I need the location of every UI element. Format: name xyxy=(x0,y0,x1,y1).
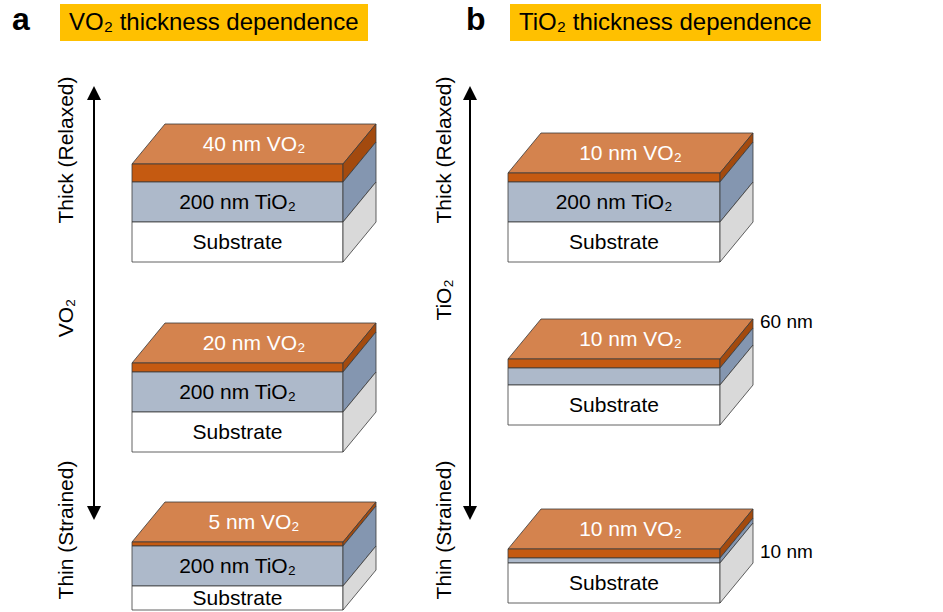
substrate-layer-side xyxy=(343,372,376,452)
layer-text: Substrate xyxy=(193,230,283,253)
layer-label-box: 200 nm TiO₂ xyxy=(132,546,343,586)
tio2-layer-front xyxy=(508,368,720,385)
panel-letter: a xyxy=(12,2,30,37)
arrow-head xyxy=(87,86,101,100)
layer-text: 5 nm VO₂ xyxy=(208,510,299,533)
vo2-top-face xyxy=(132,124,376,164)
vo2-layer-front xyxy=(508,359,720,368)
layer-text: Substrate xyxy=(569,393,659,416)
layer-text: 200 nm TiO₂ xyxy=(179,554,296,577)
vo2-layer-front xyxy=(132,164,343,182)
layer-text: Substrate xyxy=(193,586,283,609)
vo2-layer-front xyxy=(508,549,720,558)
vo2-top-face xyxy=(132,323,376,363)
thickness-arrow xyxy=(463,86,477,520)
layer-label-box: 20 nm VO₂ xyxy=(149,323,360,363)
layer-text: Substrate xyxy=(569,571,659,594)
layer-label-box: Substrate xyxy=(508,222,720,262)
vo2-layer-front xyxy=(132,363,343,372)
layer-label-box: 10 nm VO₂ xyxy=(525,509,737,549)
vo2-top-face xyxy=(508,133,753,173)
substrate-layer-front xyxy=(132,412,343,452)
axis-label: Thin (Strained) xyxy=(432,461,455,600)
axis-label: TiO₂ xyxy=(432,279,455,320)
tio2-layer-front xyxy=(132,372,343,412)
layer-text: 200 nm TiO₂ xyxy=(179,380,296,403)
layer-label-box: 5 nm VO₂ xyxy=(149,502,360,542)
panel-letter: b xyxy=(466,2,486,37)
substrate-layer-side xyxy=(343,182,376,262)
substrate-layer-front xyxy=(132,222,343,262)
substrate-layer-front xyxy=(132,586,343,610)
vo2-layer-front xyxy=(132,542,343,546)
axis-label: Thick (Relaxed) xyxy=(432,76,455,223)
layer-label-box: 40 nm VO₂ xyxy=(149,124,360,164)
layer-label-box: Substrate xyxy=(132,586,343,610)
layer-text: Substrate xyxy=(569,230,659,253)
substrate-layer-front xyxy=(508,222,720,262)
layer-text: 10 nm VO₂ xyxy=(579,517,682,540)
panel-header: VO₂ thickness dependence xyxy=(60,4,368,41)
tio2-layer-front xyxy=(508,182,720,222)
layer-label-box: Substrate xyxy=(132,222,343,262)
layer-label-box: 10 nm VO₂ xyxy=(525,133,737,173)
thickness-label: 60 nm xyxy=(760,312,813,333)
substrate-layer-front xyxy=(508,563,720,603)
vo2-layer-front xyxy=(508,173,720,182)
vo2-top-face xyxy=(508,319,753,359)
arrow-head xyxy=(463,86,477,100)
substrate-layer-front xyxy=(508,385,720,425)
layer-label-box: 200 nm TiO₂ xyxy=(132,372,343,412)
layer-text: VO₂ thickness dependence xyxy=(69,9,359,35)
layer-text: 10 nm VO₂ xyxy=(579,327,682,350)
arrow-shaft xyxy=(93,98,95,508)
panel-header: TiO₂ thickness dependence xyxy=(510,4,821,41)
layer-label-box: 10 nm VO₂ xyxy=(525,319,737,359)
substrate-layer-side xyxy=(720,182,753,262)
layer-label-box: Substrate xyxy=(132,412,343,452)
arrow-head xyxy=(463,506,477,520)
layer-label-box: 200 nm TiO₂ xyxy=(508,182,720,222)
layer-text: 200 nm TiO₂ xyxy=(556,190,673,213)
layer-text: 200 nm TiO₂ xyxy=(179,190,296,213)
thickness-label: 10 nm xyxy=(760,542,813,563)
layer-label-box: Substrate xyxy=(508,385,720,425)
layer-text: TiO₂ thickness dependence xyxy=(519,9,812,35)
thickness-arrow xyxy=(87,86,101,520)
tio2-layer-front xyxy=(508,558,720,563)
axis-label: Thin (Strained) xyxy=(54,461,77,600)
layer-label-box: 200 nm TiO₂ xyxy=(132,182,343,222)
vo2-top-face xyxy=(132,502,376,542)
layer-text: Substrate xyxy=(193,420,283,443)
substrate-layer-side xyxy=(343,546,376,610)
layer-label-box: Substrate xyxy=(508,563,720,603)
layer-text: 40 nm VO₂ xyxy=(203,132,306,155)
tio2-layer-front xyxy=(132,182,343,222)
vo2-top-face xyxy=(508,509,753,549)
arrow-head xyxy=(87,506,101,520)
arrow-shaft xyxy=(469,98,471,508)
substrate-layer-side xyxy=(720,345,753,425)
substrate-layer-side xyxy=(720,523,753,603)
tio2-layer-front xyxy=(132,546,343,586)
axis-label: Thick (Relaxed) xyxy=(54,76,77,223)
axis-label: VO₂ xyxy=(54,299,77,338)
layer-text: 10 nm VO₂ xyxy=(579,141,682,164)
layer-text: 20 nm VO₂ xyxy=(203,331,306,354)
